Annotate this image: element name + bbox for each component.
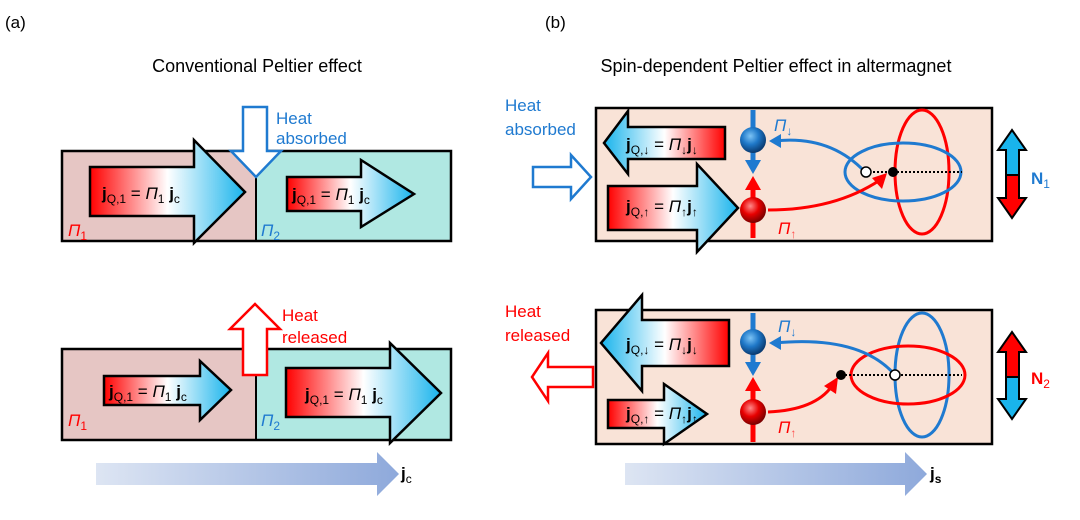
filled-node-icon xyxy=(836,370,846,380)
charge-current-arrow-icon xyxy=(96,452,399,496)
pi-down-label: Π↓ xyxy=(774,116,792,138)
spin-up-arrowhead-icon xyxy=(745,377,761,391)
spin-down-heat-arrow xyxy=(602,107,727,178)
equation-spin-up: jQ,↑ = Π↑j↑ xyxy=(625,197,698,219)
pi-up-label: Π↑ xyxy=(778,418,796,440)
neel-vector-down-half xyxy=(996,376,1028,421)
heat-absorbed-label-2: absorbed xyxy=(505,120,576,139)
heat-released-label-1: Heat xyxy=(505,302,541,321)
spin-current-arrow-icon xyxy=(625,452,927,496)
spin-up-heat-arrow xyxy=(606,160,740,256)
heat-absorbed-arrow-icon xyxy=(531,151,593,203)
spin-down-arrowhead-icon xyxy=(745,160,761,174)
pi-down-arrowhead-icon xyxy=(769,134,781,148)
heat-current-arrow-left xyxy=(88,136,247,247)
equation-spin-up: jQ,↑ = Π↑j↑ xyxy=(625,404,698,426)
equation-right: jQ,1 = Π1 jc xyxy=(304,385,383,407)
heat-released-arrow-icon xyxy=(226,302,284,377)
panel-a-top: Heat absorbed jQ,1 = Π1 jc jQ,1 = Π1 jc … xyxy=(60,105,453,247)
heat-absorbed-arrow-icon xyxy=(228,105,284,179)
panel-a-title: Conventional Peltier effect xyxy=(152,56,362,76)
pi2-label: Π2 xyxy=(261,221,280,243)
spin-down-electron-icon xyxy=(740,127,766,153)
heat-absorbed-label-1: Heat xyxy=(276,109,312,128)
pi-up-label: Π↑ xyxy=(778,219,796,241)
equation-left: jQ,1 = Π1 jc xyxy=(108,382,187,404)
pi-up-arrowhead-icon xyxy=(824,377,838,394)
pi-down-arrowhead-icon xyxy=(769,336,781,350)
neel-vector-down-half xyxy=(996,174,1028,220)
neel-vector-label: N2 xyxy=(1031,369,1050,391)
spin-up-electron-icon xyxy=(740,197,766,223)
heat-absorbed-label-2: absorbed xyxy=(276,129,347,148)
spin-down-electron-icon xyxy=(740,329,766,355)
pi-up-transfer-path xyxy=(767,385,834,414)
neel-vector-up-half xyxy=(996,330,1028,378)
spin-down-arrowhead-icon xyxy=(745,362,761,376)
panel-b: (b) Spin-dependent Peltier effect in alt… xyxy=(505,13,1050,496)
panel-b-title: Spin-dependent Peltier effect in alterma… xyxy=(601,56,952,76)
equation-left: jQ,1 = Π1 jc xyxy=(101,184,180,206)
spin-up-electron-icon xyxy=(740,399,766,425)
pi-down-label: Π↓ xyxy=(778,317,796,339)
neel-vector-label: N1 xyxy=(1031,169,1050,191)
heat-released-label-1: Heat xyxy=(282,306,318,325)
pi-up-arrowhead-icon xyxy=(872,173,887,189)
panel-b-bottom: Heat released jQ,↓ = Π↓j↓ jQ,↑ = Π↑j↑ xyxy=(505,291,1050,447)
equation-spin-down: jQ,↓ = Π↓j↓ xyxy=(625,335,698,357)
panel-a-bottom: Heat released jQ,1 = Π1 jc jQ,1 = Π1 jc … xyxy=(60,302,453,446)
panel-b-top: Heat absorbed jQ,↓ = Π↓j↓ jQ,↑ = Π↑j↑ xyxy=(505,96,1050,256)
filled-node-icon xyxy=(888,167,898,177)
equation-spin-down: jQ,↓ = Π↓j↓ xyxy=(625,135,698,157)
heat-current-arrow-right xyxy=(284,340,443,446)
spin-down-heat-arrow xyxy=(599,291,731,395)
panel-b-label: (b) xyxy=(545,13,566,32)
panel-a: (a) Conventional Peltier effect Heat abs… xyxy=(5,13,453,496)
heat-current-arrow-left xyxy=(102,358,233,423)
pi-down-transfer-path xyxy=(774,138,867,174)
open-node-icon xyxy=(889,369,901,381)
heat-absorbed-label-1: Heat xyxy=(505,96,541,115)
panel-a-label: (a) xyxy=(5,13,26,32)
charge-current-label: jc xyxy=(400,464,412,486)
pi1-label: Π1 xyxy=(68,221,87,243)
pi1-label: Π1 xyxy=(68,411,87,433)
equation-right: jQ,1 = Π1 jc xyxy=(291,185,370,207)
heat-released-arrow-icon xyxy=(530,348,595,406)
pi-down-transfer-path xyxy=(774,340,897,376)
heat-current-arrow-right xyxy=(285,157,417,230)
heat-released-label-2: released xyxy=(282,328,347,347)
pi-up-transfer-path xyxy=(767,178,881,212)
open-node-icon xyxy=(860,166,872,178)
heat-released-label-2: released xyxy=(505,326,570,345)
spin-up-arrowhead-icon xyxy=(745,176,761,190)
spin-up-heat-arrow xyxy=(606,381,710,447)
pi2-label: Π2 xyxy=(261,411,280,433)
neel-vector-up-half xyxy=(996,128,1028,176)
spin-current-label: js xyxy=(929,464,942,486)
